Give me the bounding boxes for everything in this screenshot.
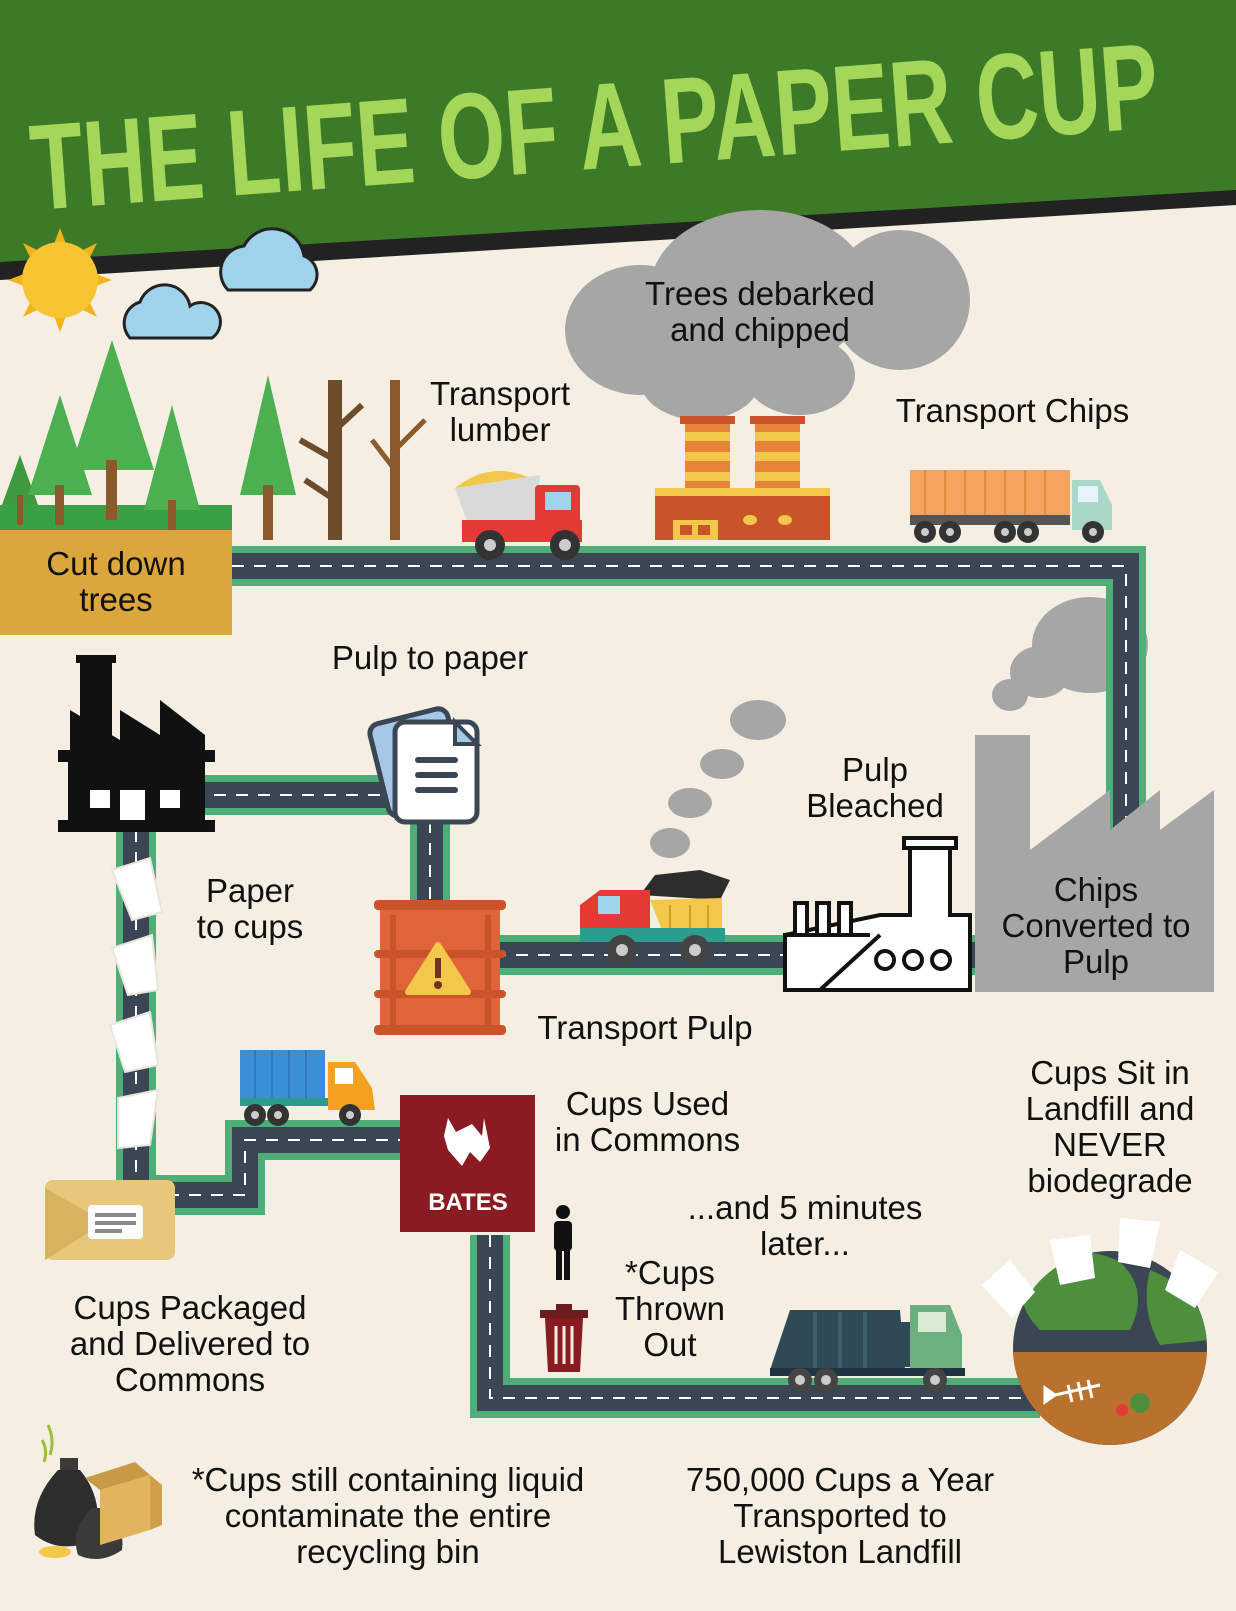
cloud-icon (122, 227, 319, 340)
cut-down-trees-label: Cut down trees (46, 545, 186, 618)
cups-used-label: Cups Used in Commons (554, 1085, 741, 1158)
paper-cup-icon (108, 856, 164, 1150)
landfill-never-label: Cups Sit in Landfill and NEVER biodegrad… (1025, 1054, 1195, 1199)
chips-converted-label: Chips Converted to Pulp (1001, 871, 1191, 980)
pulp-to-paper-label: Pulp to paper (331, 639, 529, 676)
transport-lumber-label: Transport lumber (430, 375, 570, 448)
bleaching-plant-icon (783, 836, 972, 992)
garbage-bag-icon (34, 1424, 123, 1559)
factory-icon (655, 416, 830, 540)
bates-logo: BATES (400, 1095, 535, 1232)
sun-icon (8, 228, 112, 332)
paper-mill-icon (58, 655, 215, 832)
dump-truck-icon (455, 470, 582, 560)
delivery-truck-icon (240, 1050, 375, 1126)
container-truck-icon (910, 470, 1112, 543)
five-minutes-label: ...and 5 minutes later... (687, 1189, 923, 1262)
document-icon (367, 706, 482, 825)
landfill-cups (982, 1218, 1218, 1318)
annual-count-label: 750,000 Cups a Year Transported to Lewis… (685, 1461, 995, 1570)
pulp-truck-icon (580, 870, 730, 965)
transport-pulp-label: Transport Pulp (537, 1009, 753, 1046)
smoke-icon (565, 210, 1148, 858)
person-icon (554, 1205, 572, 1280)
garbage-truck-icon (770, 1305, 965, 1392)
cut-down-trees-box (0, 530, 232, 635)
envelope-icon (45, 1180, 175, 1260)
pulp-bleached-label: Pulp Bleached (806, 751, 944, 824)
debarked-label: Trees debarked and chipped (645, 275, 875, 348)
pulp-mill-icon (975, 735, 1214, 992)
cups-packaged-label: Cups Packaged and Delivered to Commons (69, 1289, 311, 1398)
contaminate-note-label: *Cups still containing liquid contaminat… (191, 1461, 585, 1570)
trash-can-icon (540, 1304, 588, 1372)
title-banner: THE LIFE OF A PAPER CUP (0, 0, 1236, 280)
warning-icon (405, 942, 471, 995)
thrown-out-label: *Cups Thrown Out (614, 1254, 726, 1363)
cardboard-box-icon (85, 1462, 162, 1545)
paper-to-cups-label: Paper to cups (196, 872, 304, 945)
transport-chips-label: Transport Chips (895, 392, 1130, 429)
bates-logo-text: BATES (428, 1189, 508, 1216)
fish-bone-icon (1043, 1379, 1101, 1405)
